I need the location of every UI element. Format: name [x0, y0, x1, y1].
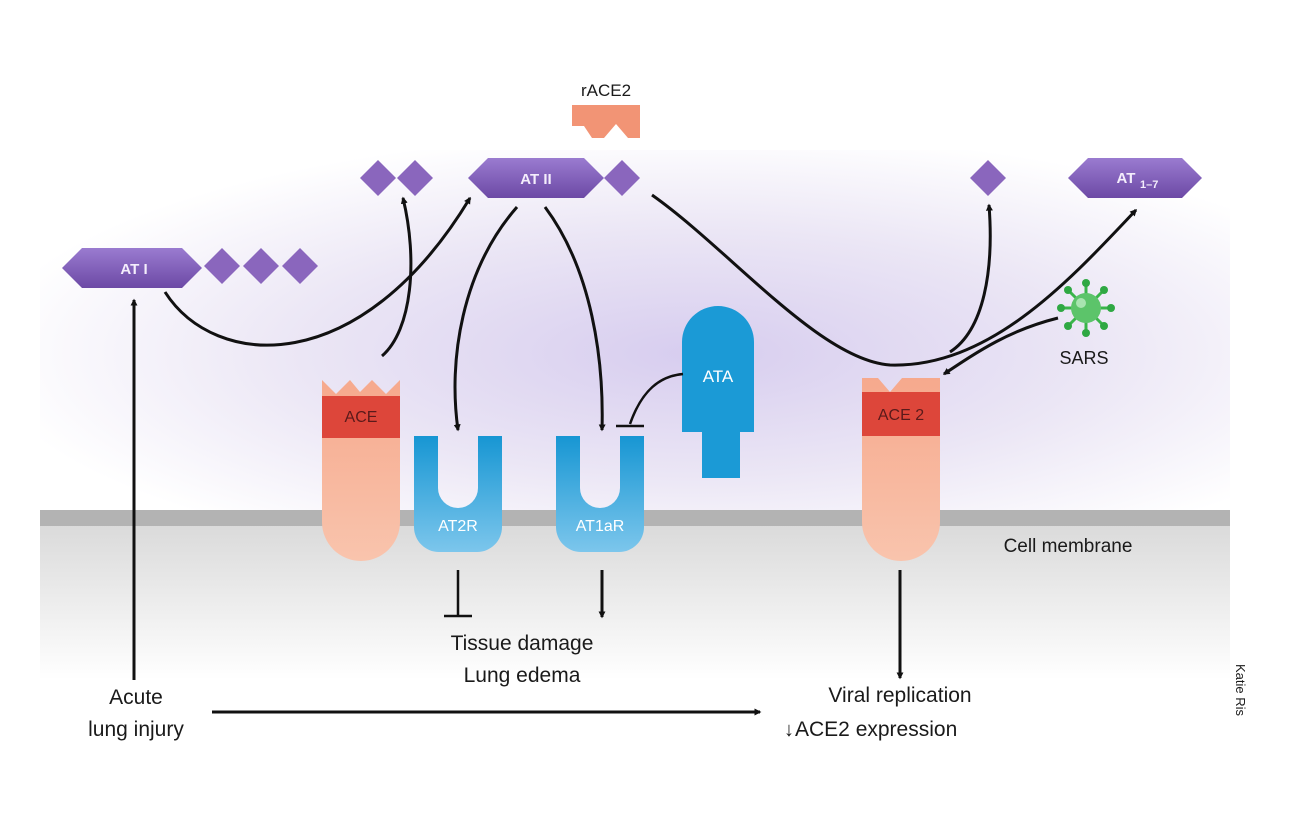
ace2-enzyme: ACE 2	[862, 378, 940, 561]
race2-label: rACE2	[581, 81, 631, 100]
ata-inhibition-line	[628, 372, 684, 425]
ace-label: ACE	[345, 409, 378, 426]
acute-label: Acute	[109, 686, 163, 709]
at2-label: AT II	[520, 171, 551, 188]
intracellular-region	[40, 520, 1230, 680]
artist-credit: Katie Ris	[1233, 664, 1248, 717]
ace-enzyme: ACE	[322, 380, 400, 561]
ace2-cleavage-product-arrow	[949, 203, 993, 354]
at2-to-at2r-arrow	[453, 206, 519, 432]
released-diamond-2	[397, 160, 433, 196]
at17-subscript: 1–7	[1140, 179, 1158, 191]
at1-label: AT I	[120, 261, 147, 278]
tissue-damage-label: Tissue damage	[451, 632, 594, 655]
at1-peptide: AT I	[62, 248, 202, 288]
ace2-released-diamond	[970, 160, 1006, 196]
ace2-label: ACE 2	[878, 407, 924, 424]
at1-cleaved-diamond-3	[282, 248, 318, 284]
at2-peptide: AT II	[468, 158, 604, 198]
at17-peptide: AT 1–7	[1068, 158, 1202, 198]
decrease-arrow-glyph: ↓	[784, 719, 794, 741]
ace-cleavage-product-arrow	[381, 196, 413, 358]
released-diamond-1	[360, 160, 396, 196]
at2-to-at17-conversion-arrow	[651, 193, 1138, 367]
cell-membrane-label: Cell membrane	[1004, 536, 1133, 557]
viral-replication-label: Viral replication	[828, 684, 971, 707]
at2r-label: AT2R	[438, 518, 478, 535]
at1-cleaved-diamond-2	[243, 248, 279, 284]
ata-antagonist: ATA	[682, 306, 754, 478]
sars-virus-icon	[1057, 279, 1115, 337]
sars-label: SARS	[1059, 348, 1108, 368]
race2-shape	[572, 105, 640, 138]
at2-to-at1ar-arrow	[543, 206, 606, 432]
at2-cleaved-diamond	[604, 160, 640, 196]
ace2-expression-label: ACE2 expression	[795, 718, 957, 741]
at2r-receptor: AT2R	[414, 436, 502, 552]
at1ar-label: AT1aR	[576, 518, 625, 535]
at17-label: AT	[1117, 170, 1136, 187]
sars-binding-ace2-arrow	[942, 316, 1059, 376]
at1ar-receptor: AT1aR	[556, 436, 644, 552]
at1-cleaved-diamond-1	[204, 248, 240, 284]
lung-edema-label: Lung edema	[464, 664, 581, 687]
lung-injury-label: lung injury	[88, 718, 184, 741]
ata-label: ATA	[703, 367, 734, 386]
at1-to-at2-conversion-arrow	[163, 196, 472, 347]
